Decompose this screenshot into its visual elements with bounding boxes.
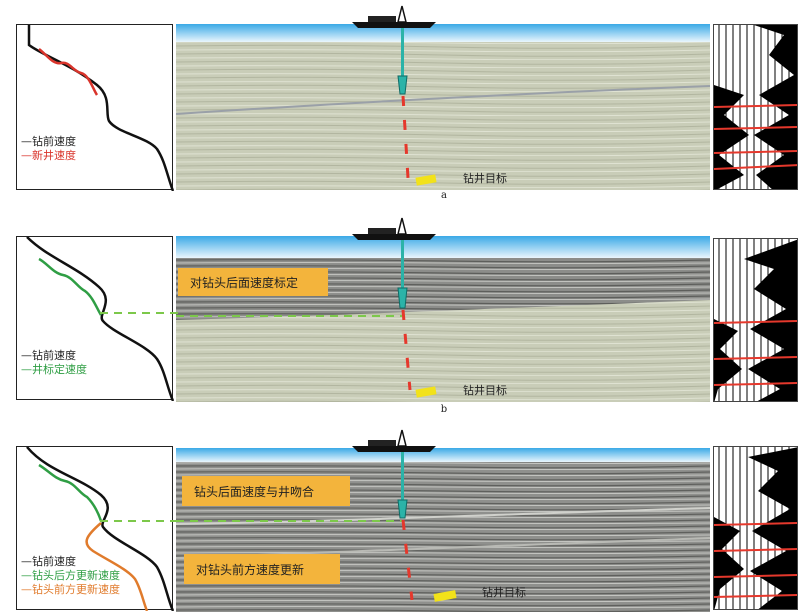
- panel-b: —钻前速度 —井标定速度: [0, 202, 808, 420]
- seismic-image-b: [176, 217, 710, 402]
- seismic-image-c: [176, 429, 710, 612]
- new-well-velocity-curve: [38, 48, 99, 96]
- legend-item: —钻头后方更新速度: [21, 569, 120, 582]
- legend-item: —井标定速度: [21, 363, 87, 376]
- ahead-of-bit-updated-velocity-curve: [85, 522, 149, 611]
- legend-item: —钻前速度: [21, 555, 76, 568]
- behind-bit-updated-velocity-curve: [38, 463, 103, 522]
- pre-drill-velocity-curve: [26, 447, 174, 611]
- seismic-image-a: [176, 5, 710, 190]
- drilling-ship-icon: [352, 5, 436, 28]
- pre-drill-velocity-curve: [26, 237, 174, 401]
- drilling-target-label: 钻井目标: [463, 384, 507, 397]
- guide-line-b: [100, 312, 180, 314]
- drilling-ship-icon: [352, 217, 436, 240]
- panel-label-a: a: [441, 190, 447, 201]
- callout-behind-bit-matches-well: 钻头后面速度与井吻合: [182, 476, 350, 506]
- legend-item: —钻头前方更新速度: [21, 583, 120, 596]
- panel-label-b: b: [440, 404, 448, 415]
- seismic-section-b: 对钻头后面速度标定 钻井目标: [176, 216, 710, 402]
- well-calibrated-velocity-curve: [38, 257, 103, 316]
- legend-a: —钻前速度 —新井速度: [21, 135, 76, 163]
- drilling-ship-icon: [352, 429, 436, 452]
- legend-item: —钻前速度: [21, 135, 76, 148]
- trace-image-a: [714, 25, 797, 189]
- seismic-section-c: 钻头后面速度与井吻合 对钻头前方速度更新 钻井目标: [176, 428, 710, 612]
- panel-a: —钻前速度 —新井速度: [0, 0, 808, 201]
- velocity-curves-c: [26, 447, 174, 611]
- callout-update-ahead-of-bit: 对钻头前方速度更新: [184, 554, 340, 584]
- seismic-section-a: 钻井目标: [176, 4, 710, 190]
- drilling-target-label: 钻井目标: [463, 172, 507, 185]
- legend-b: —钻前速度 —井标定速度: [21, 349, 87, 377]
- trace-image-c: [714, 447, 797, 609]
- well-trace-b: [713, 238, 798, 402]
- guide-line-c: [100, 520, 180, 522]
- velocity-profile-b: —钻前速度 —井标定速度: [16, 236, 174, 401]
- legend-item: —新井速度: [21, 149, 76, 162]
- velocity-profile-a: —钻前速度 —新井速度: [16, 24, 174, 191]
- pre-drill-velocity-curve: [27, 25, 174, 191]
- velocity-profile-c: —钻前速度 —钻头后方更新速度 —钻头前方更新速度: [16, 446, 174, 611]
- velocity-curves-a: [27, 25, 174, 191]
- well-trace-c: [713, 446, 798, 610]
- callout-calibrate-behind-bit: 对钻头后面速度标定: [178, 268, 328, 296]
- well-trace-a: [713, 24, 798, 190]
- panel-c: —钻前速度 —钻头后方更新速度 —钻头前方更新速度: [0, 420, 808, 613]
- legend-item: —钻前速度: [21, 349, 76, 362]
- velocity-curves-b: [26, 237, 174, 401]
- trace-image-b: [714, 239, 797, 401]
- legend-c: —钻前速度 —钻头后方更新速度 —钻头前方更新速度: [21, 555, 120, 597]
- drilling-target-label: 钻井目标: [482, 586, 526, 599]
